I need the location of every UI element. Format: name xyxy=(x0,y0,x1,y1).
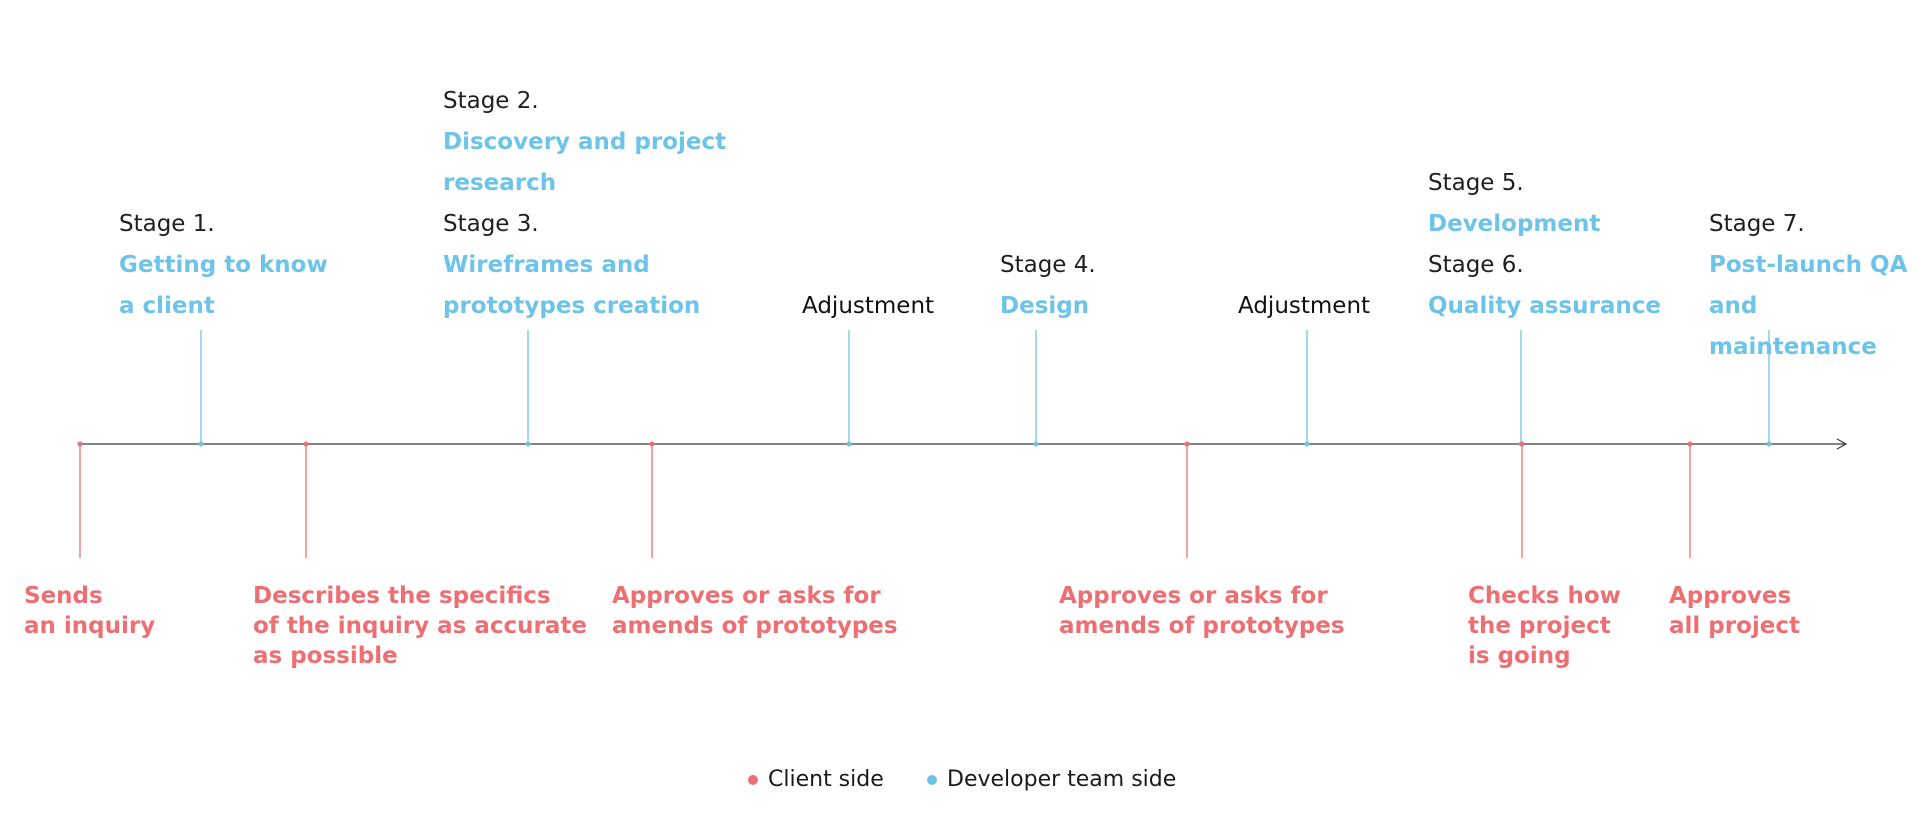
adjustment-label: Adjustment xyxy=(1238,293,1371,319)
legend-client: Client side xyxy=(748,767,884,792)
developer-event-adj1: Adjustment xyxy=(802,286,934,327)
legend-developer: Developer team side xyxy=(927,767,1176,792)
legend-client-label: Client side xyxy=(768,767,884,792)
stage-title: Getting to know a client xyxy=(119,252,328,319)
developer-marker xyxy=(1033,441,1039,447)
stage-number: Stage 1. xyxy=(119,211,215,237)
developer-dot-icon xyxy=(927,774,937,785)
developer-event-s7: Stage 7. Post-launch QA and maintenance xyxy=(1709,204,1919,368)
stage-number: Stage 4. xyxy=(1000,252,1096,278)
developer-event-adj2: Adjustment xyxy=(1238,286,1370,327)
stage-title: Wireframes and prototypes creation xyxy=(443,252,701,319)
client-event-c4: Approves or asks for amends of prototype… xyxy=(1059,583,1345,639)
client-event-c2: Describes the specifics of the inquiry a… xyxy=(253,583,587,669)
client-dot-icon xyxy=(748,774,758,785)
client-marker xyxy=(1519,441,1525,447)
stage-title: Design xyxy=(1000,293,1090,319)
client-event-c6: Approves all project xyxy=(1669,583,1801,639)
client-marker xyxy=(77,441,83,447)
developer-marker xyxy=(1304,441,1310,447)
client-event-c3: Approves or asks for amends of prototype… xyxy=(612,583,898,639)
developer-marker xyxy=(525,441,531,447)
developer-marker xyxy=(198,441,204,447)
axis-arrow-icon xyxy=(1836,438,1848,450)
developer-marker xyxy=(846,441,852,447)
stage-title: Development xyxy=(1428,211,1601,237)
stage-number: Stage 7. xyxy=(1709,211,1805,237)
stage-number: Stage 5. xyxy=(1428,170,1524,196)
client-event-c1: Sends an inquiry xyxy=(24,583,156,639)
stage-title: Quality assurance xyxy=(1428,293,1661,319)
client-marker xyxy=(649,441,655,447)
stage-number: Stage 2. xyxy=(443,88,539,114)
stage-number: Stage 3. xyxy=(443,211,539,237)
developer-event-s4: Stage 4. Design xyxy=(1000,245,1096,327)
client-marker xyxy=(1687,441,1693,447)
stage-title: Post-launch QA and maintenance xyxy=(1709,252,1908,360)
stage-title: Discovery and project research xyxy=(443,129,727,196)
legend-developer-label: Developer team side xyxy=(947,767,1177,792)
client-marker xyxy=(303,441,309,447)
client-event-c5: Checks how the project is going xyxy=(1468,583,1621,669)
stage-number: Stage 6. xyxy=(1428,252,1524,278)
client-marker xyxy=(1184,441,1190,447)
developer-event-s1: Stage 1. Getting to know a client xyxy=(119,204,328,327)
developer-marker xyxy=(1766,441,1772,447)
adjustment-label: Adjustment xyxy=(802,293,935,319)
